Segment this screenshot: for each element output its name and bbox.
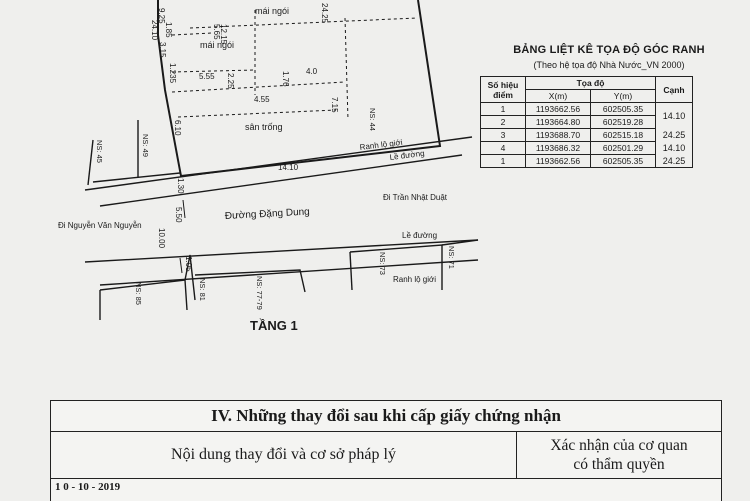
label-street-dang-dung: Đường Đặng Dung: [225, 207, 310, 222]
house-ns-45: NS: 45: [95, 140, 104, 163]
confirmation-line-1: Xác nhận của cơ quan: [550, 437, 688, 454]
header-x: X(m): [525, 89, 591, 103]
coords-table-title: BẢNG LIỆT KÊ TỌA ĐỘ GÓC RANH: [513, 44, 705, 56]
room-san-trong: sân trống: [245, 122, 283, 132]
dim-4-55: 4.55: [254, 95, 270, 104]
dim-9-25: 9.25: [157, 8, 166, 24]
dim-1-76: 1.76: [281, 71, 290, 87]
dim-6-10: 6.10: [173, 120, 182, 136]
header-canh: Cạnh: [655, 76, 693, 103]
dim-24-10: 24.10: [150, 20, 159, 41]
boundary-line-lower: [99, 259, 479, 286]
dim-5-65: 5.65: [212, 24, 221, 40]
section-title: IV. Những thay đổi sau khi cấp giấy chứn…: [51, 401, 721, 432]
dim-1-30: 1.30: [176, 178, 185, 194]
column-header-content: Nội dung thay đổi và cơ sở pháp lý: [51, 432, 517, 478]
dim-1-05: 1.05: [184, 256, 193, 272]
house-ns-49: NS: 49: [141, 134, 150, 157]
curb-line-upper: [99, 154, 463, 207]
dim-24-25-top: 24.25: [320, 3, 329, 24]
site-plan: mái ngói mái ngói sân trống 24.25 12.15 …: [58, 0, 479, 320]
change-date: 1 0 - 10 - 2019: [55, 481, 121, 493]
dim-4-0: 4.0: [306, 67, 318, 76]
house-ns-44: NS: 44: [368, 108, 377, 131]
column-header-confirmation: Xác nhận của cơ quan có thẩm quyền: [517, 432, 721, 478]
header-toado: Tọa độ: [525, 76, 656, 90]
boundary-line-upper: [84, 136, 473, 191]
confirmation-line-2: có thẩm quyền: [573, 456, 665, 473]
dim-5-55: 5.55: [199, 72, 215, 81]
dim-3-15: 3.15: [158, 42, 167, 58]
label-le-duong-lower: Lề đường: [402, 231, 437, 240]
house-ns-81: NS: 81: [198, 278, 207, 301]
label-ranh-lo-gioi-lower: Ranh lộ giới: [393, 275, 436, 284]
curb-line-lower: [84, 239, 479, 263]
coords-table-subtitle: (Theo hệ tọa độ Nhà Nước_VN 2000): [533, 60, 685, 70]
dim-10-00: 10.00: [157, 228, 166, 249]
dim-12-15: 12.15: [219, 24, 228, 45]
dim-2-25: 2.25: [226, 73, 235, 89]
dim-7-15: 7.15: [330, 97, 339, 113]
room-mai-ngoi-top: mái ngói: [255, 6, 289, 16]
house-ns-71: NS: 71: [447, 246, 456, 269]
dim-5-50: 5.50: [174, 207, 183, 223]
header-y: Y(m): [590, 89, 656, 103]
lot-boundary: [157, 0, 442, 178]
house-ns-73: NS: 73: [378, 252, 387, 275]
house-ns-85: NS: 85: [134, 282, 143, 305]
room-mai-ngoi-mid: mái ngói: [200, 40, 234, 50]
dim-1-85: 1.85: [164, 22, 173, 38]
dim-1-235: 1.235: [168, 63, 177, 84]
house-ns-77-79: NS: 77-79: [255, 276, 264, 310]
label-street-nguyen-van-nguyen: Đi Nguyễn Văn Nguyễn: [58, 221, 142, 230]
changes-section: IV. Những thay đổi sau khi cấp giấy chứn…: [50, 400, 722, 501]
floor-label: TẦNG 1: [250, 318, 298, 333]
label-street-tran-nhat-duat: Đi Trần Nhật Duật: [383, 193, 448, 202]
dim-14-10: 14.10: [278, 163, 299, 172]
label-le-duong-upper: Lề đường: [389, 149, 425, 162]
